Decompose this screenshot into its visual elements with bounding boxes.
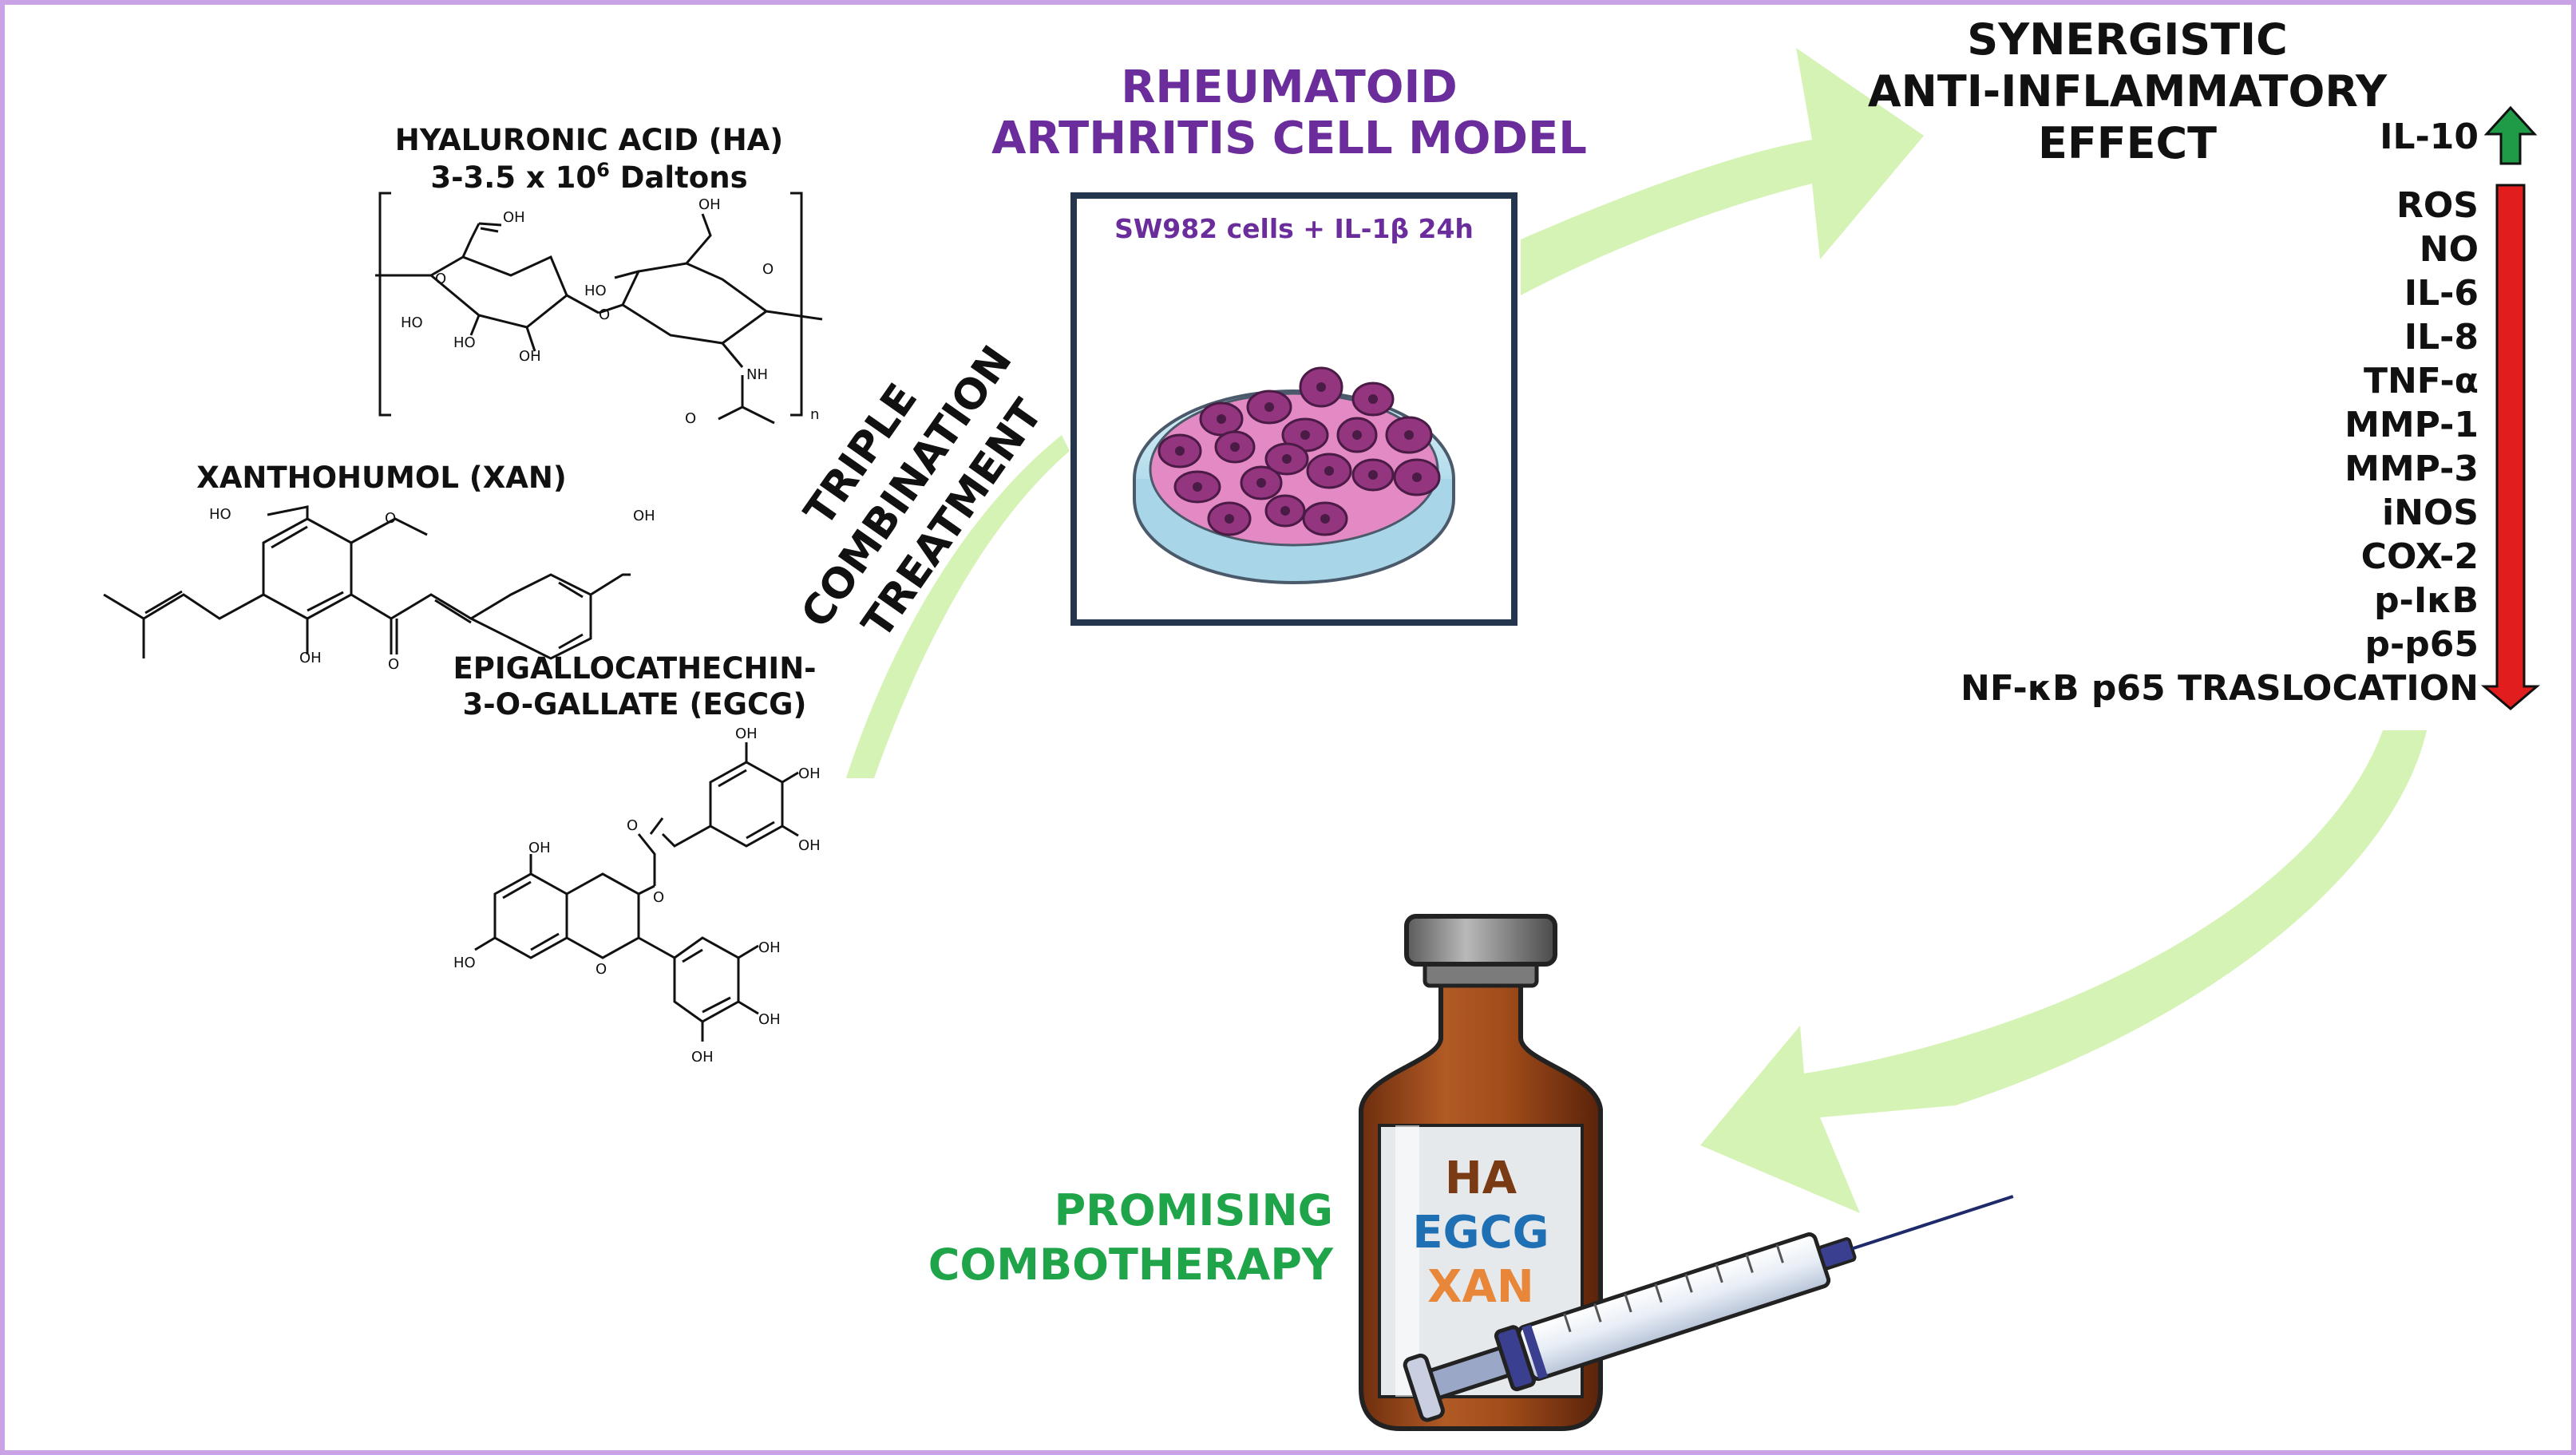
svg-text:OH: OH (735, 726, 758, 742)
svg-text:OH: OH (519, 348, 541, 365)
svg-text:O: O (435, 271, 446, 287)
svg-text:O: O (653, 889, 664, 906)
svg-text:HO: HO (453, 955, 476, 971)
arrow-treatment-to-model (846, 435, 1070, 778)
svg-text:HO: HO (209, 506, 231, 523)
egcg-title-line2: 3-O-GALLATE (EGCG) (463, 687, 807, 722)
effect-title-line3: EFFECT (2038, 118, 2217, 168)
down-marker: MMP-1 (2345, 405, 2479, 445)
svg-text:HO: HO (584, 283, 607, 299)
down-marker: NF-κB p65 TRASLOCATION (1961, 668, 2479, 709)
xan-atom-labels: HO O OH O OH (209, 506, 655, 673)
down-arrow-icon (2480, 184, 2541, 710)
svg-text:O: O (685, 410, 696, 427)
xan-title: XANTHOHUMOL (XAN) (196, 461, 566, 495)
svg-text:n: n (810, 406, 819, 423)
down-marker: MMP-3 (2345, 449, 2479, 489)
vial-label-egcg: EGCG (1412, 1207, 1549, 1259)
svg-text:O: O (762, 261, 774, 278)
ha-title: HYALURONIC ACID (HA) (395, 123, 783, 157)
up-marker-label: IL-10 (2380, 117, 2479, 157)
down-marker: ROS (2396, 185, 2479, 226)
svg-text:OH: OH (633, 508, 655, 524)
egcg-structure (474, 742, 799, 1042)
down-marker-list: ROS NO IL-6 IL-8 TNF-α MMP-1 MMP-3 iNOS … (1961, 185, 2479, 709)
effect-title-line2: ANTI-INFLAMMATORY (1868, 66, 2388, 117)
svg-text:O: O (599, 306, 610, 323)
ha-compound: HYALURONIC ACID (HA) 3-3.5 x 106 Daltons (375, 123, 823, 427)
svg-text:HO: HO (401, 314, 423, 331)
svg-text:HO: HO (453, 334, 476, 351)
svg-text:OH: OH (798, 765, 821, 782)
down-marker: IL-6 (2404, 273, 2479, 314)
egcg-atom-labels: OH HO O O O OH OH OH OH OH OH (453, 726, 821, 1066)
ha-molecular-weight: 3-3.5 x 106 Daltons (430, 159, 747, 195)
ha-structure (375, 192, 823, 425)
svg-text:O: O (388, 656, 399, 673)
vial-icon: HA EGCG XAN (1359, 914, 1603, 1431)
model-title-line2: ARTHRITIS CELL MODEL (991, 113, 1587, 164)
svg-text:OH: OH (691, 1049, 714, 1066)
down-marker: iNOS (2382, 492, 2479, 533)
svg-text:OH: OH (798, 837, 821, 854)
down-marker: TNF-α (2364, 361, 2479, 401)
down-marker: IL-8 (2404, 317, 2479, 358)
down-marker: NO (2420, 229, 2479, 270)
svg-text:OH: OH (299, 650, 322, 666)
ha-atom-labels: OH O HO HO OH O HO OH NH O O n (401, 196, 819, 427)
result-line2: COMBOTHERAPY (928, 1240, 1334, 1290)
egcg-compound: EPIGALLOCATHECHIN- 3-O-GALLATE (EGCG) OH… (453, 651, 820, 1066)
arrow-model-to-effect (1521, 48, 1924, 295)
model-title-line1: RHEUMATOID (1121, 61, 1458, 113)
svg-text:O: O (385, 510, 396, 527)
svg-text:OH: OH (758, 939, 781, 956)
syringe-icon (1403, 1195, 2014, 1422)
down-marker: p-IκB (2374, 580, 2479, 621)
petri-dish-icon (1133, 366, 1455, 585)
cell-model-caption: SW982 cells + IL-1β 24h (1114, 213, 1474, 244)
svg-text:NH: NH (746, 366, 768, 383)
svg-text:O: O (596, 961, 607, 978)
svg-text:OH: OH (503, 209, 525, 226)
egcg-title-line1: EPIGALLOCATHECHIN- (453, 651, 816, 686)
svg-text:O: O (627, 817, 638, 834)
down-marker: p-p65 (2365, 624, 2479, 665)
vial-label-ha: HA (1445, 1153, 1518, 1204)
cell-model-box: SW982 cells + IL-1β 24h (1070, 192, 1518, 626)
svg-text:OH: OH (528, 840, 551, 856)
xan-compound: XANTHOHUMOL (XAN) HO O OH O OH (103, 461, 655, 673)
up-arrow-icon (2483, 105, 2538, 165)
arrow-effect-to-therapy (1700, 730, 2427, 1213)
result-line1: PROMISING (1055, 1185, 1333, 1236)
svg-text:OH: OH (698, 196, 721, 213)
svg-text:OH: OH (758, 1011, 781, 1028)
effect-title-line1: SYNERGISTIC (1967, 14, 2288, 65)
down-marker: COX-2 (2361, 536, 2479, 577)
vial-label-xan: XAN (1427, 1261, 1533, 1313)
xan-structure (103, 505, 631, 660)
